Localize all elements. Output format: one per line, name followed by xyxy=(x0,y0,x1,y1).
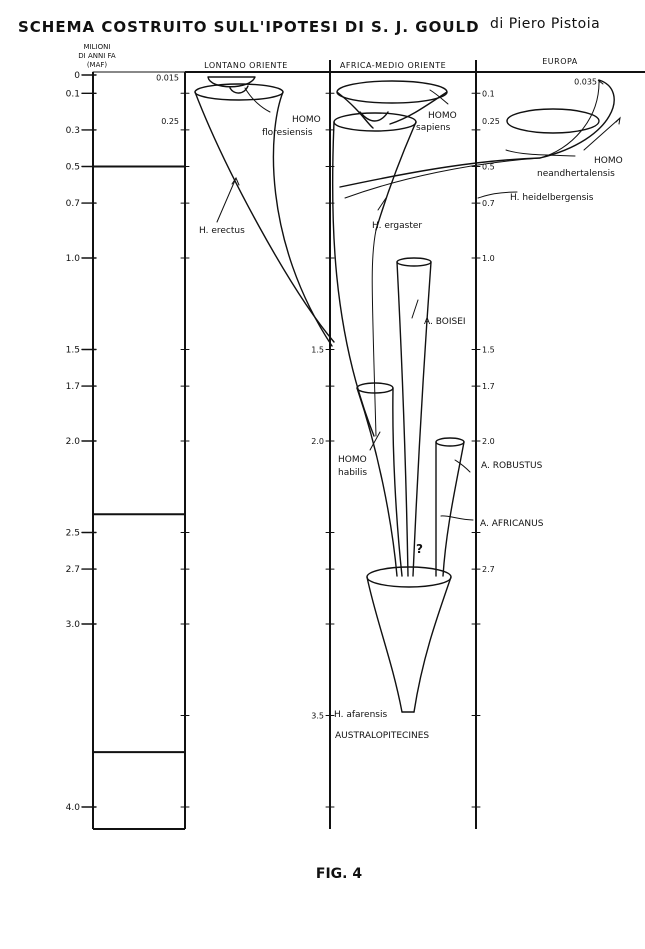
erectus-label: H. erectus xyxy=(199,226,245,236)
europe-tick-label-7: 2.0 xyxy=(482,437,495,446)
homo-floresiensis-cup xyxy=(207,76,256,94)
left-tick-label-1: 0.1 xyxy=(66,89,80,99)
robustus-label: A. ROBUSTUS xyxy=(481,461,543,471)
a-boisei-tube xyxy=(396,257,432,577)
habilis-label-line2: habilis xyxy=(338,468,367,478)
africa-tick-label-2: 3.5 xyxy=(311,712,324,721)
left-tick-label-7: 1.7 xyxy=(66,382,80,392)
africa-tick-label-1: 2.0 xyxy=(311,437,324,446)
left-tick-label-5: 1.0 xyxy=(66,254,81,264)
europe-tick-label-6: 1.7 xyxy=(482,382,495,391)
column-header-far-east: LONTANO ORIENTE xyxy=(204,61,288,70)
left-axis-ticks: 0 0.1 0.3 0.5 0.7 1.0 1.5 1.7 2.0 2.5 2.7 3.0 4.0 xyxy=(66,71,97,813)
time-bands xyxy=(93,165,185,754)
ergaster-label: H. ergaster xyxy=(372,221,422,231)
homo-neanderthalensis-funnel xyxy=(339,79,615,199)
divider-minor-ticks xyxy=(180,92,481,808)
europe-top-tick-label: 0.035 xyxy=(574,77,597,86)
afarensis-label: H. afarensis xyxy=(334,710,387,720)
floresiensis-label-line2: floresiensis xyxy=(262,128,313,138)
far-east-tick-label-1: 0.25 xyxy=(161,117,179,126)
a-robustus-tube xyxy=(435,437,465,577)
left-tick-label-9: 2.5 xyxy=(66,529,80,539)
axis-header-line1: MILIONI xyxy=(84,43,111,51)
inline-tick-labels: 0.015 0.25 1.5 2.0 3.5 0.1 0.25 0.5 0.7 1.0 1.5 1.7… xyxy=(156,74,597,721)
homo-erectus-funnel xyxy=(194,83,335,347)
left-tick-label-4: 0.7 xyxy=(66,199,80,209)
left-tick-label-11: 3.0 xyxy=(66,620,81,630)
sapiens-label-line2: sapiens xyxy=(416,123,451,133)
neanderthalensis-label-line1: HOMO xyxy=(594,156,623,166)
far-east-tick-label-0: 0.015 xyxy=(156,74,179,83)
europe-tick-label-4: 1.0 xyxy=(482,254,495,263)
europe-tick-label-1: 0.25 xyxy=(482,117,500,126)
question-mark: ? xyxy=(416,542,423,556)
left-tick-label-0: 0 xyxy=(74,71,80,81)
europe-tick-label-3: 0.7 xyxy=(482,199,495,208)
left-tick-label-12: 4.0 xyxy=(66,803,81,813)
heidelbergensis-label: H. heidelbergensis xyxy=(510,193,594,203)
europe-tick-label-0: 0.1 xyxy=(482,89,495,98)
boisei-label: A. BOISEI xyxy=(424,317,466,327)
sapiens-label-line1: HOMO xyxy=(428,111,457,121)
column-header-europe: EUROPA xyxy=(542,57,578,66)
homo-ergaster-funnel xyxy=(331,112,417,437)
left-tick-label-6: 1.5 xyxy=(66,346,80,356)
annotation-arrows xyxy=(216,87,621,521)
habilis-label-line1: HOMO xyxy=(338,455,367,465)
africanus-label: A. AFRICANUS xyxy=(480,519,544,529)
africa-tick-label-0: 1.5 xyxy=(311,346,324,355)
australopitecines-funnel xyxy=(366,566,452,713)
column-header-africa: AFRICA-MEDIO ORIENTE xyxy=(340,61,446,70)
diagram-author: di Piero Pistoia xyxy=(490,16,600,32)
europe-tick-label-2: 0.5 xyxy=(482,163,495,172)
floresiensis-label-line1: HOMO xyxy=(292,115,321,125)
homo-habilis-tube xyxy=(356,382,403,577)
neanderthalensis-label-line2: neandhertalensis xyxy=(537,169,615,179)
left-tick-label-3: 0.5 xyxy=(66,163,80,173)
australopitecines-label: AUSTRALOPITECINES xyxy=(335,731,429,741)
axis-header-line3: (MAF) xyxy=(87,61,108,69)
axis-header-line2: DI ANNI FA xyxy=(78,52,116,60)
diagram-title: SCHEMA COSTRUITO SULL'IPOTESI DI S. J. G… xyxy=(18,18,480,36)
left-tick-label-8: 2.0 xyxy=(66,437,81,447)
europe-tick-label-8: 2.7 xyxy=(482,565,495,574)
left-tick-label-10: 2.7 xyxy=(66,565,80,575)
europe-tick-label-5: 1.5 xyxy=(482,346,495,355)
left-tick-label-2: 0.3 xyxy=(66,126,80,136)
figure-label: FIG. 4 xyxy=(316,866,362,882)
